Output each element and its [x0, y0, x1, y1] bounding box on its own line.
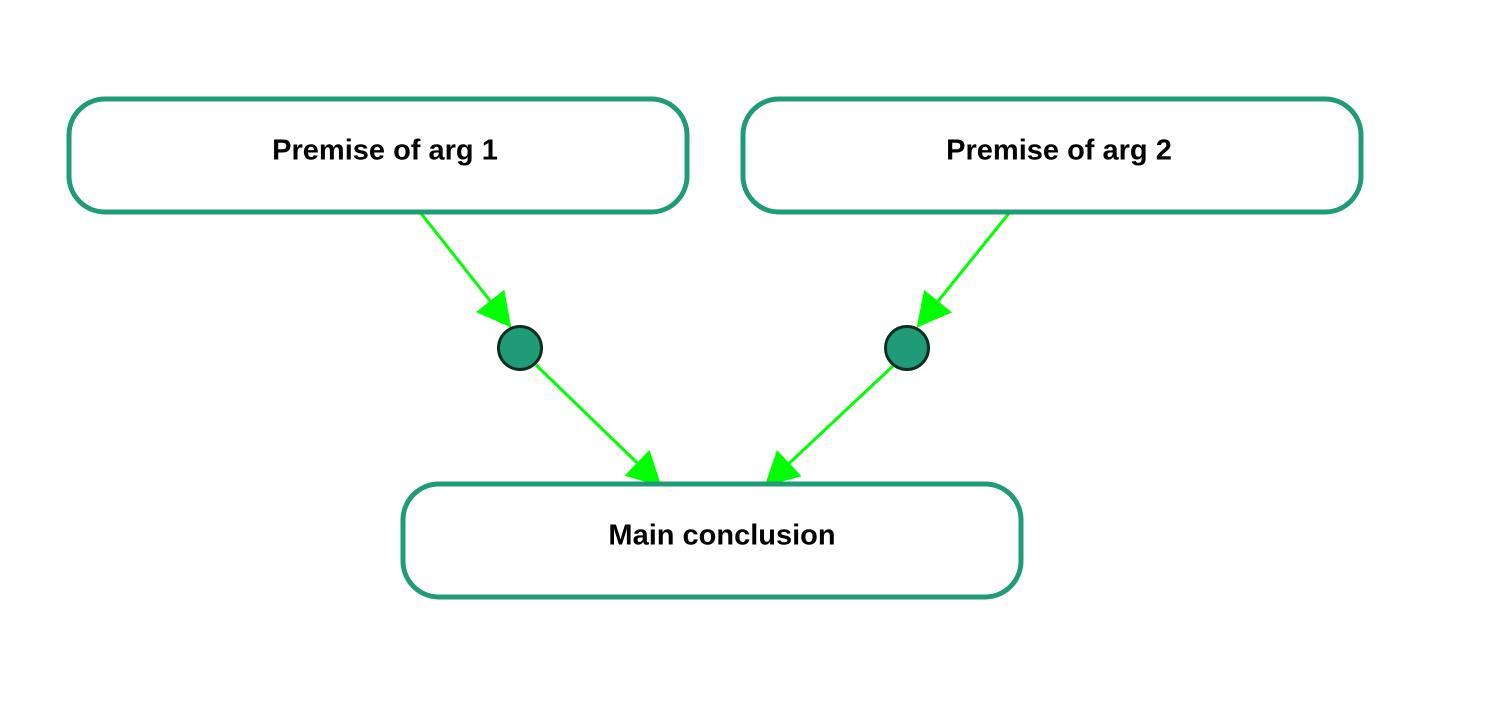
node-main-conclusion[interactable]: Main conclusion [400, 481, 1024, 600]
edge-premise1-to-arg1 [418, 211, 512, 328]
edge-arg2-to-conclusion [764, 364, 895, 487]
node-box [400, 481, 1024, 600]
node-premise-2[interactable]: Premise of arg 2 [740, 96, 1364, 215]
node-label: Premise of arg 1 [272, 135, 498, 167]
node-label: Main conclusion [608, 520, 835, 552]
node-label: Premise of arg 2 [946, 135, 1172, 167]
argument-connector-1[interactable] [497, 325, 543, 371]
edges [418, 211, 1012, 487]
argument-connector-2[interactable] [884, 325, 930, 371]
node-premise-1[interactable]: Premise of arg 1 [66, 96, 690, 215]
node-box [66, 96, 690, 215]
node-box [740, 96, 1364, 215]
edge-arg1-to-conclusion [534, 363, 662, 487]
edge-premise2-to-arg2 [916, 211, 1012, 328]
